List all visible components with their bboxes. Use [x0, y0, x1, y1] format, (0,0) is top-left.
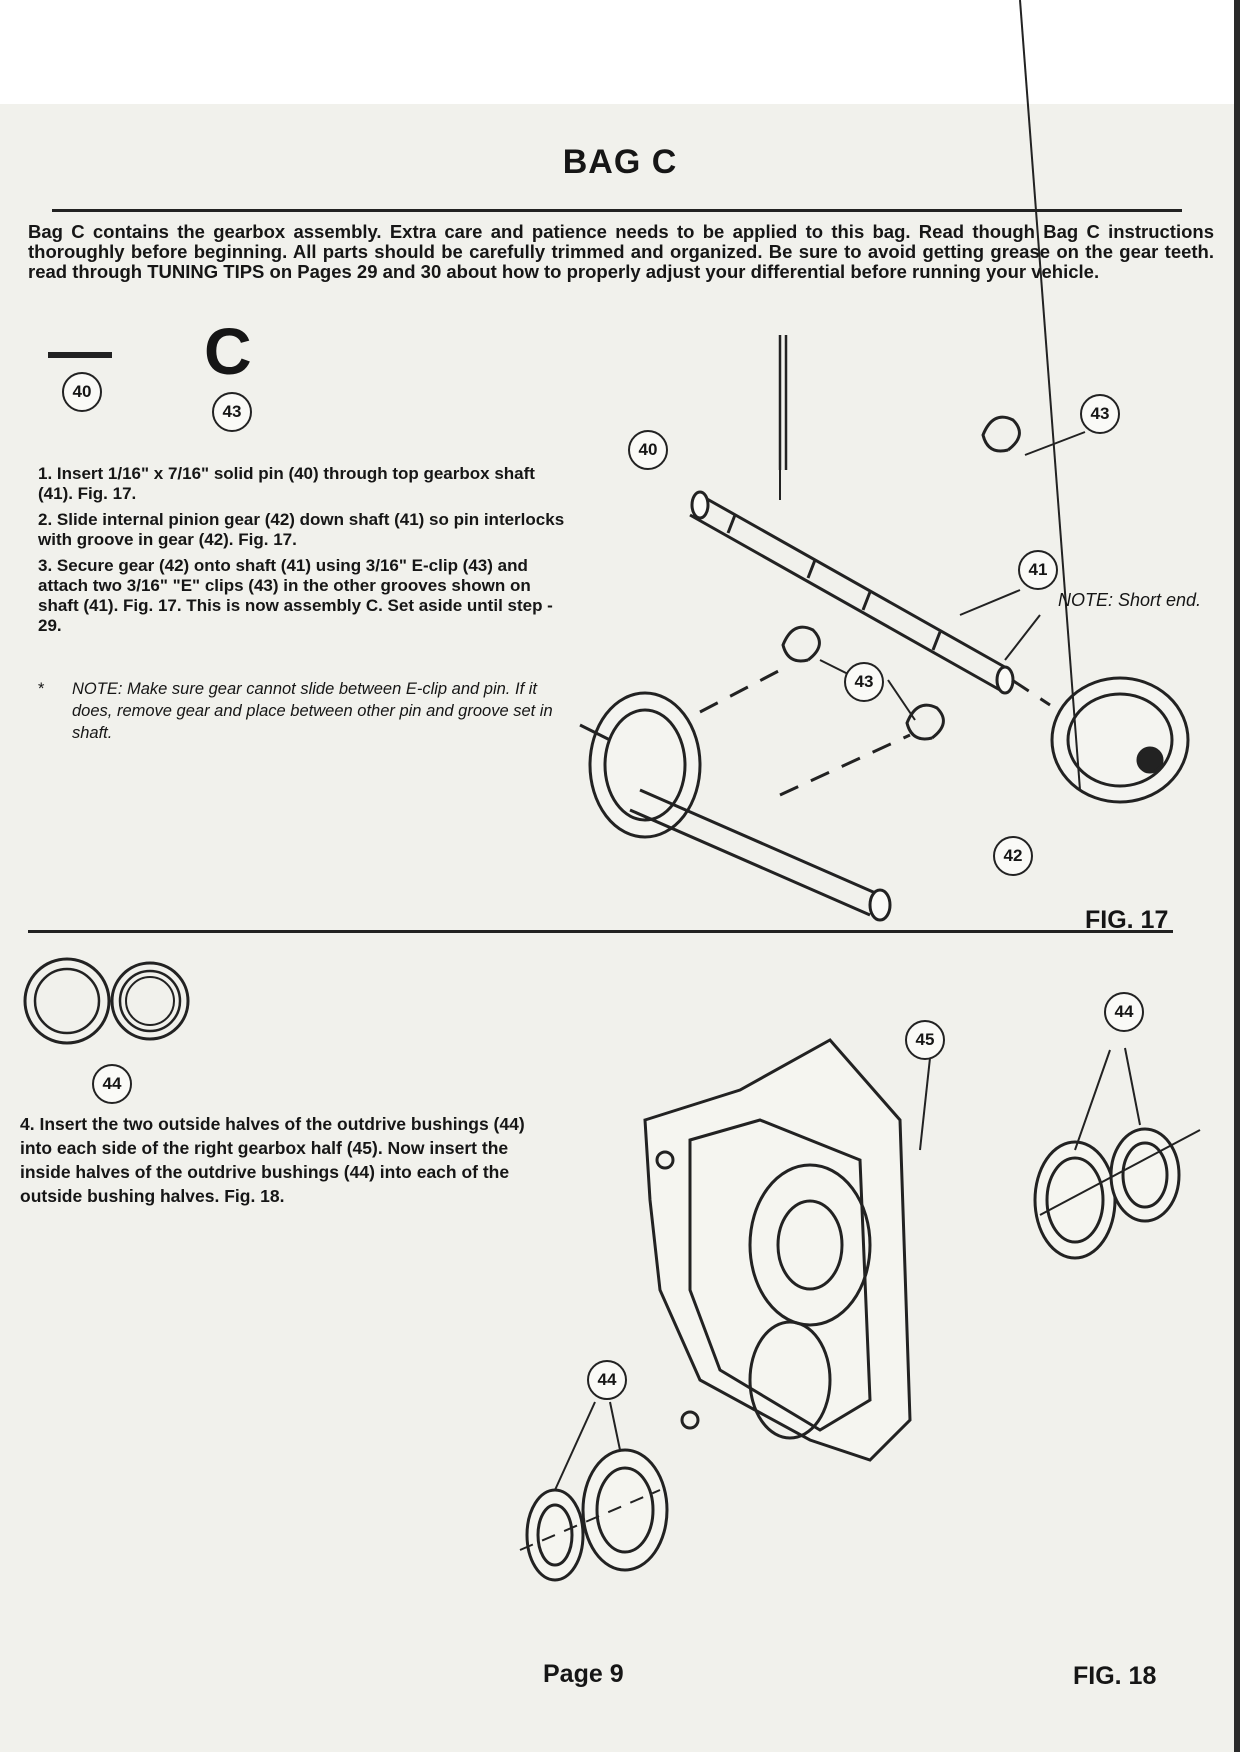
page-title: BAG C — [562, 143, 678, 181]
note-block: * NOTE: Make sure gear cannot slide betw… — [38, 678, 568, 744]
fig18-alignment-lines — [519, 1047, 1201, 1551]
legend-callout-bushing: 44 — [92, 1064, 132, 1104]
section-rule — [28, 930, 1173, 933]
fig17-callout-clip-mid: 43 — [844, 662, 884, 702]
fig18-gearbox-drawing — [643, 1038, 912, 1462]
note-marker: * — [38, 680, 45, 698]
fig18-callout-bushing-left: 44 — [587, 1360, 627, 1400]
fig17-eclips-drawing — [781, 415, 1021, 741]
fig18-callout-bushing-right: 44 — [1104, 992, 1144, 1032]
step-4: 4. Insert the two outside halves of the … — [20, 1114, 525, 1206]
page-number: Page 9 — [543, 1660, 624, 1688]
fig17-pinion-gear-drawing — [1050, 676, 1190, 804]
page-edge — [1234, 0, 1240, 1752]
bushing-part-icon — [23, 957, 190, 1045]
fig18-label: FIG. 18 — [1073, 1662, 1157, 1690]
part-callout-clip: 43 — [212, 392, 252, 432]
fig17-short-end-note: NOTE: Short end. — [1058, 590, 1202, 610]
steps-1-3: 1. Insert 1/16" x 7/16" solid pin (40) t… — [38, 464, 568, 642]
part-callout-pin: 40 — [62, 372, 102, 412]
fig17-pin-drawing — [778, 335, 788, 470]
fig18-bushings-drawing — [525, 1127, 1181, 1582]
fig17-shaft-drawing — [689, 350, 1015, 695]
fig17-leaders — [819, 0, 1086, 791]
step-2: 2. Slide internal pinion gear (42) down … — [38, 510, 565, 549]
step-1: 1. Insert 1/16" x 7/16" solid pin (40) t… — [38, 464, 535, 503]
note-text: NOTE: Make sure gear cannot slide betwee… — [72, 680, 553, 742]
pin-part-icon — [48, 352, 112, 358]
fig17-assembled-gear-drawing — [579, 691, 892, 922]
fig17-callout-clip-top: 43 — [1080, 394, 1120, 434]
fig17-callout-pin: 40 — [628, 430, 668, 470]
fig17-alignment-lines — [699, 663, 1051, 797]
title-rule — [52, 209, 1182, 212]
fig17-callout-gear: 42 — [993, 836, 1033, 876]
fig17-callout-shaft: 41 — [1018, 550, 1058, 590]
top-margin — [0, 0, 1240, 104]
fig18-callout-gearbox: 45 — [905, 1020, 945, 1060]
fig17-label: FIG. 17 — [1085, 906, 1169, 934]
intro-paragraph: Bag C contains the gearbox assembly. Ext… — [28, 221, 1214, 282]
step-3: 3. Secure gear (42) onto shaft (41) usin… — [38, 556, 553, 635]
eclip-part-icon: C — [204, 314, 252, 388]
